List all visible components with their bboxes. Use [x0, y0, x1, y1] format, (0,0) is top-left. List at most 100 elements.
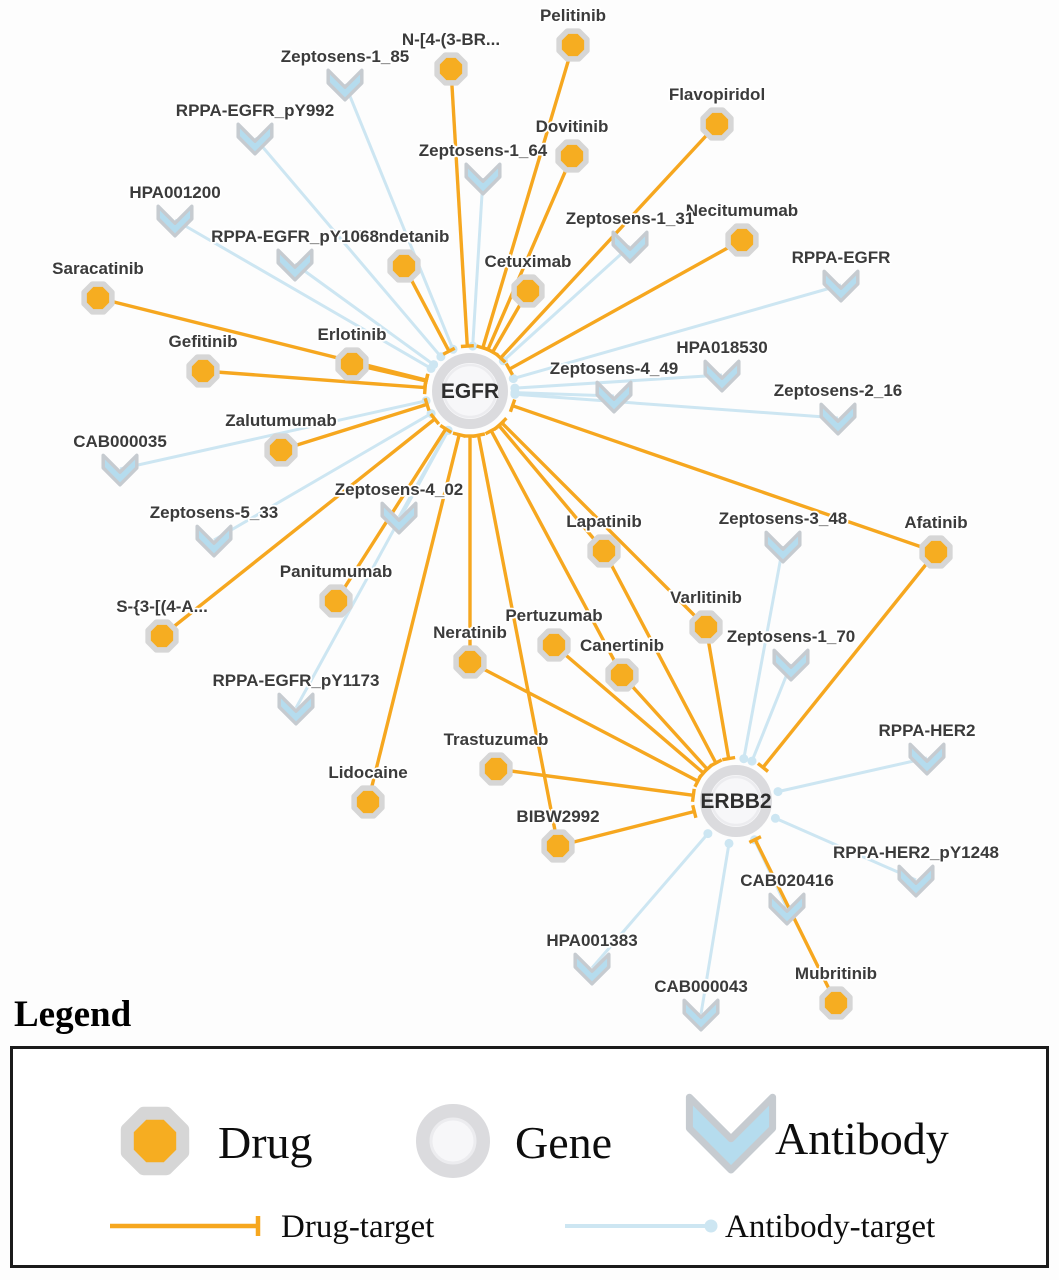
antibody-node-CAB000035[interactable] — [101, 453, 139, 487]
node-label: RPPA-EGFR_pY992 — [176, 101, 334, 120]
drug-node-Necitumumab[interactable] — [725, 223, 759, 257]
antibody-node-Zeptosens-4_02[interactable] — [380, 501, 418, 535]
gene-node-ERBB2[interactable] — [700, 765, 772, 837]
legend-box: Drug Gene Antibody Drug-target Antibody-… — [10, 1046, 1049, 1268]
drug-node-Dovitinib[interactable] — [555, 139, 589, 173]
drug-node-BIBW2992[interactable] — [541, 829, 575, 863]
antibody-node-HPA018530[interactable] — [703, 359, 741, 393]
antibody-node-Zeptosens-1_85[interactable] — [326, 68, 364, 102]
drug-node-Saracatinib[interactable] — [81, 281, 115, 315]
drug-node-Pertuzumab[interactable] — [537, 628, 571, 662]
drug-target-tee — [748, 835, 762, 844]
drug-icon — [120, 1106, 190, 1176]
drug-node-Pelitinib[interactable] — [556, 28, 590, 62]
edge-drug-target — [704, 626, 731, 759]
edge-drug-target — [489, 429, 624, 676]
edge-drug-target — [202, 369, 426, 390]
node-label: Varlitinib — [670, 588, 742, 607]
legend-drug-label: Drug — [218, 1117, 313, 1168]
antibody-node-Zeptosens-4_49[interactable] — [595, 380, 633, 414]
antibody-node-Zeptosens-5_33[interactable] — [195, 524, 233, 558]
drug-node-Panitumumab[interactable] — [319, 584, 353, 618]
legend-title: Legend — [14, 994, 132, 1035]
drug-target-tee — [423, 397, 431, 412]
antibody-node-Zeptosens-2_16[interactable] — [819, 402, 857, 436]
node-label: Erlotinib — [318, 325, 387, 344]
gene-node-inner-ring — [442, 363, 498, 419]
node-label: Canertinib — [580, 636, 664, 655]
node-label: RPPA-EGFR — [792, 248, 891, 267]
edge-drug-target — [602, 550, 718, 764]
node-label: CAB000035 — [73, 432, 167, 451]
edge-antibody-target — [502, 244, 632, 362]
node-label: Zeptosens-2_16 — [774, 381, 903, 400]
node-label: Zeptosens-1_70 — [727, 627, 856, 646]
edge-antibody-target — [514, 392, 839, 420]
edge-antibody-target — [514, 373, 723, 390]
drug-target-tee — [690, 788, 696, 803]
drug-node-Zalutumumab[interactable] — [264, 433, 298, 467]
drug-node-Vandetanib[interactable] — [387, 249, 421, 283]
antibody-node-RPPA-EGFR_pY1173[interactable] — [277, 692, 315, 726]
drug-node-N-[4-(3-BR...[interactable] — [434, 52, 468, 86]
antibody-target-dot — [508, 374, 518, 384]
drug-node-Lapatinib[interactable] — [587, 534, 621, 568]
node-label: Zeptosens-1_85 — [281, 47, 410, 66]
node-label: HPA001200 — [129, 183, 220, 202]
antibody-target-edge-icon — [565, 1219, 718, 1233]
edge-antibody-target — [590, 832, 710, 969]
node-label: RPPA-EGFR_pY1173 — [213, 671, 380, 690]
gene-node-EGFR[interactable] — [432, 353, 508, 429]
drug-node-Flavopiridol[interactable] — [700, 107, 734, 141]
node-label: RPPA-HER2 — [879, 721, 976, 740]
drug-target-tee — [423, 374, 430, 388]
drug-node-Varlitinib[interactable] — [689, 610, 723, 644]
antibody-node-Zeptosens-1_31[interactable] — [611, 230, 649, 264]
edge-drug-target — [511, 404, 937, 554]
legend-antibody-target-label: Antibody-target — [725, 1209, 936, 1245]
drug-node-Cetuximab[interactable] — [511, 274, 545, 308]
edge-antibody-target — [471, 177, 485, 347]
drug-node-S-{3-[(4-A...[interactable] — [145, 619, 179, 653]
drug-target-tee — [697, 766, 709, 780]
drug-node-Gefitinib[interactable] — [186, 354, 220, 388]
drug-target-edge-icon — [110, 1216, 261, 1236]
drug-target-tee — [486, 347, 500, 357]
antibody-target-dot — [739, 754, 749, 764]
drug-target-tee — [452, 431, 466, 438]
antibody-target-dot — [703, 829, 713, 839]
edge-drug-target — [469, 660, 699, 783]
antibody-node-HPA001200[interactable] — [156, 204, 194, 238]
legend-gene-label: Gene — [515, 1117, 613, 1168]
drug-node-Canertinib[interactable] — [605, 658, 639, 692]
drug-node-Mubritinib[interactable] — [819, 986, 853, 1020]
antibody-node-RPPA-EGFR_pY992[interactable] — [236, 122, 274, 156]
drug-node-Neratinib[interactable] — [453, 645, 487, 679]
gene-node-inner-ring — [710, 775, 762, 827]
node-label: Zalutumumab — [225, 411, 336, 430]
node-label: Necitumumab — [686, 201, 798, 220]
edge-drug-target — [280, 402, 428, 452]
drug-target-tee — [722, 755, 736, 762]
antibody-node-HPA001383[interactable] — [573, 952, 611, 986]
drug-node-Afatinib[interactable] — [919, 535, 953, 569]
antibody-node-RPPA-EGFR[interactable] — [822, 269, 860, 303]
drug-node-Lidocaine[interactable] — [351, 785, 385, 819]
antibody-node-CAB000043[interactable] — [682, 998, 720, 1032]
antibody-node-RPPA-HER2_pY1248[interactable] — [897, 864, 935, 898]
antibody-target-dot — [770, 813, 780, 823]
antibody-node-CAB020416[interactable] — [768, 892, 806, 926]
drug-node-Trastuzumab[interactable] — [479, 752, 513, 786]
antibody-node-Zeptosens-1_70[interactable] — [772, 648, 810, 682]
drug-target-tee — [495, 416, 508, 429]
node-label: Lapatinib — [566, 512, 642, 531]
node-label: CAB000043 — [654, 977, 748, 996]
antibody-node-RPPA-EGFR_pY1068[interactable] — [276, 248, 314, 282]
antibody-node-Zeptosens-1_64[interactable] — [464, 162, 502, 196]
drug-node-Erlotinib[interactable] — [335, 347, 369, 381]
node-label: Panitumumab — [280, 562, 392, 581]
antibody-node-Zeptosens-3_48[interactable] — [764, 530, 802, 564]
antibody-node-RPPA-HER2[interactable] — [908, 742, 946, 776]
drug-target-tee — [508, 399, 517, 413]
edge-drug-target — [497, 424, 606, 553]
